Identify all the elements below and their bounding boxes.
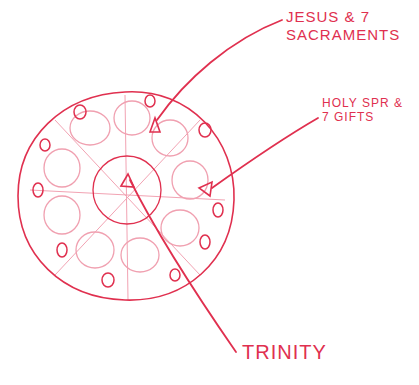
- ring-circles: [44, 101, 208, 272]
- callout-label: TRINITY: [242, 340, 392, 364]
- callout-label: HOLY SPR & 7 GIFTS: [322, 96, 410, 125]
- callout-label: JESUS & 7 SACRAMENTS: [286, 8, 411, 44]
- small-circles: [33, 95, 223, 287]
- leader-lines: [130, 20, 318, 352]
- markers: [121, 118, 212, 196]
- outer-circle: [18, 92, 234, 300]
- guide-spokes: [30, 95, 225, 300]
